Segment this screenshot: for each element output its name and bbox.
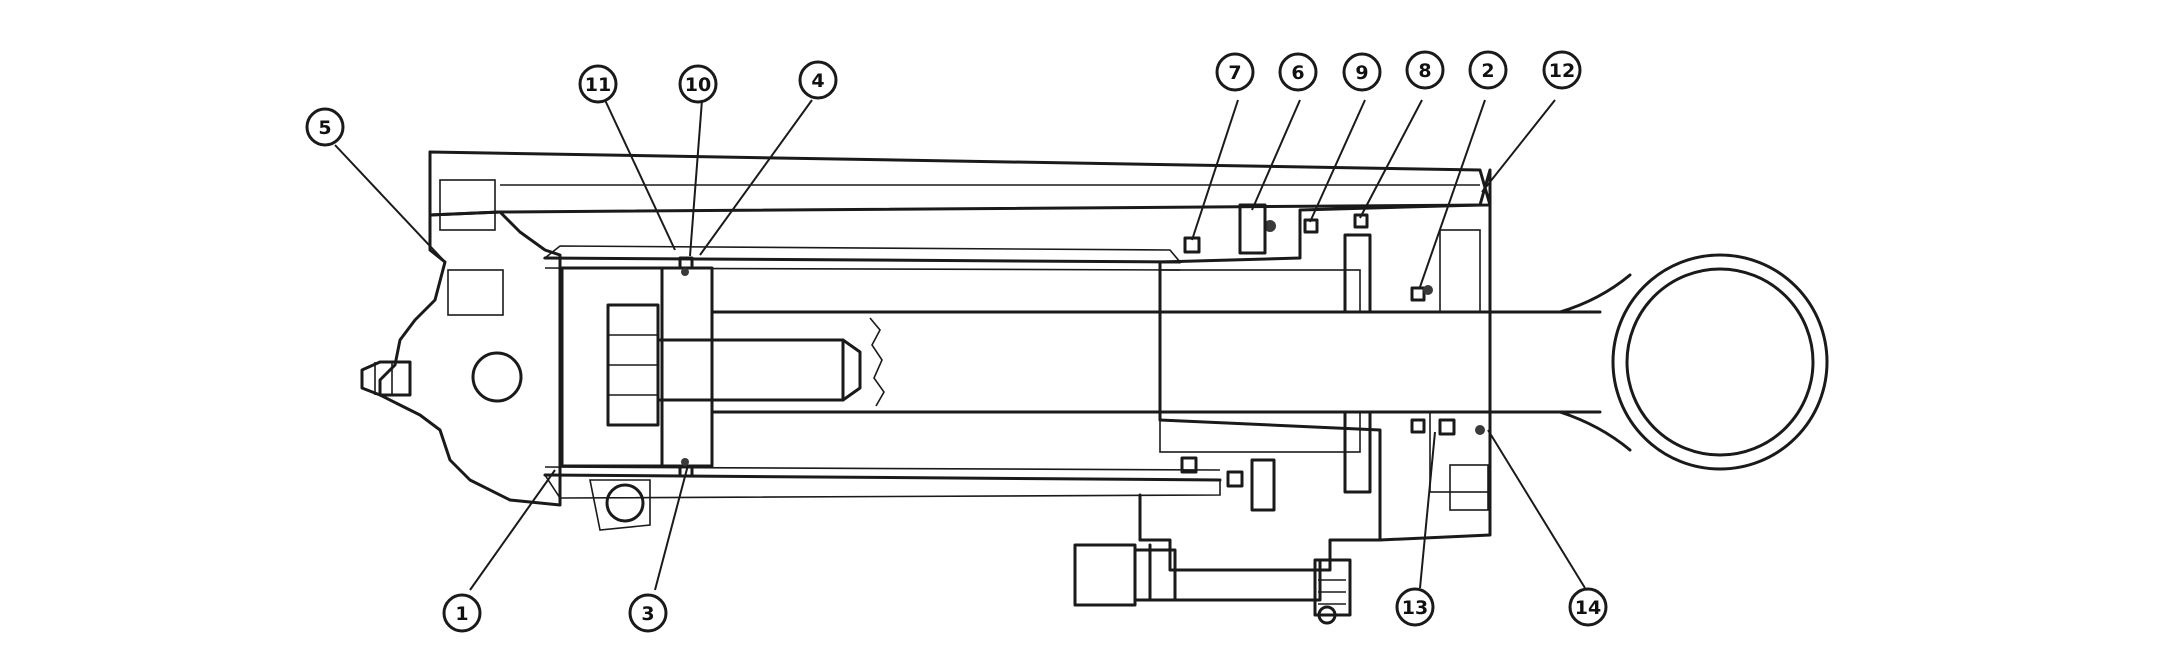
callout-label: 13 — [1402, 597, 1428, 619]
callout-2: 2 — [1468, 50, 1508, 90]
callout-13: 13 — [1395, 587, 1435, 627]
callout-4: 4 — [798, 60, 838, 100]
callout-10: 10 — [678, 64, 718, 104]
callout-9: 9 — [1342, 52, 1382, 92]
callout-label: 1 — [455, 603, 468, 625]
callout-1: 1 — [442, 593, 482, 633]
callout-label: 12 — [1549, 60, 1575, 82]
callout-label: 3 — [641, 603, 654, 625]
rear-port-boss — [589, 479, 651, 531]
callout-label: 9 — [1355, 62, 1368, 84]
callout-8: 8 — [1405, 50, 1445, 90]
callout-label: 10 — [685, 74, 711, 96]
head-seals — [1180, 213, 1485, 488]
callout-label: 11 — [585, 74, 611, 96]
rear-end-cap — [378, 150, 562, 507]
gland-head — [1158, 168, 1492, 542]
retainer-bolt — [1238, 203, 1276, 512]
callout-3: 3 — [628, 593, 668, 633]
callout-6: 6 — [1278, 52, 1318, 92]
grease-fitting — [360, 351, 523, 403]
callout-label: 5 — [318, 117, 331, 139]
callout-11: 11 — [578, 64, 618, 104]
callout-5: 5 — [305, 107, 345, 147]
piston-nut — [606, 303, 660, 427]
piston — [560, 256, 714, 478]
rod-eye — [1558, 253, 1829, 471]
callout-14: 14 — [1568, 587, 1608, 627]
callout-label: 6 — [1291, 62, 1304, 84]
piston-rod — [656, 310, 1602, 414]
external-port-line — [1073, 493, 1382, 625]
callout-label: 14 — [1575, 597, 1601, 619]
callout-label: 8 — [1418, 60, 1431, 82]
leader-lines — [334, 99, 1586, 591]
callout-label: 2 — [1481, 60, 1494, 82]
callout-12: 12 — [1542, 50, 1582, 90]
callout-7: 7 — [1215, 52, 1255, 92]
callout-label: 7 — [1228, 62, 1241, 84]
cylinder-tube — [542, 245, 1222, 499]
barrel-top-wall — [428, 150, 1492, 217]
callout-label: 4 — [811, 70, 824, 92]
